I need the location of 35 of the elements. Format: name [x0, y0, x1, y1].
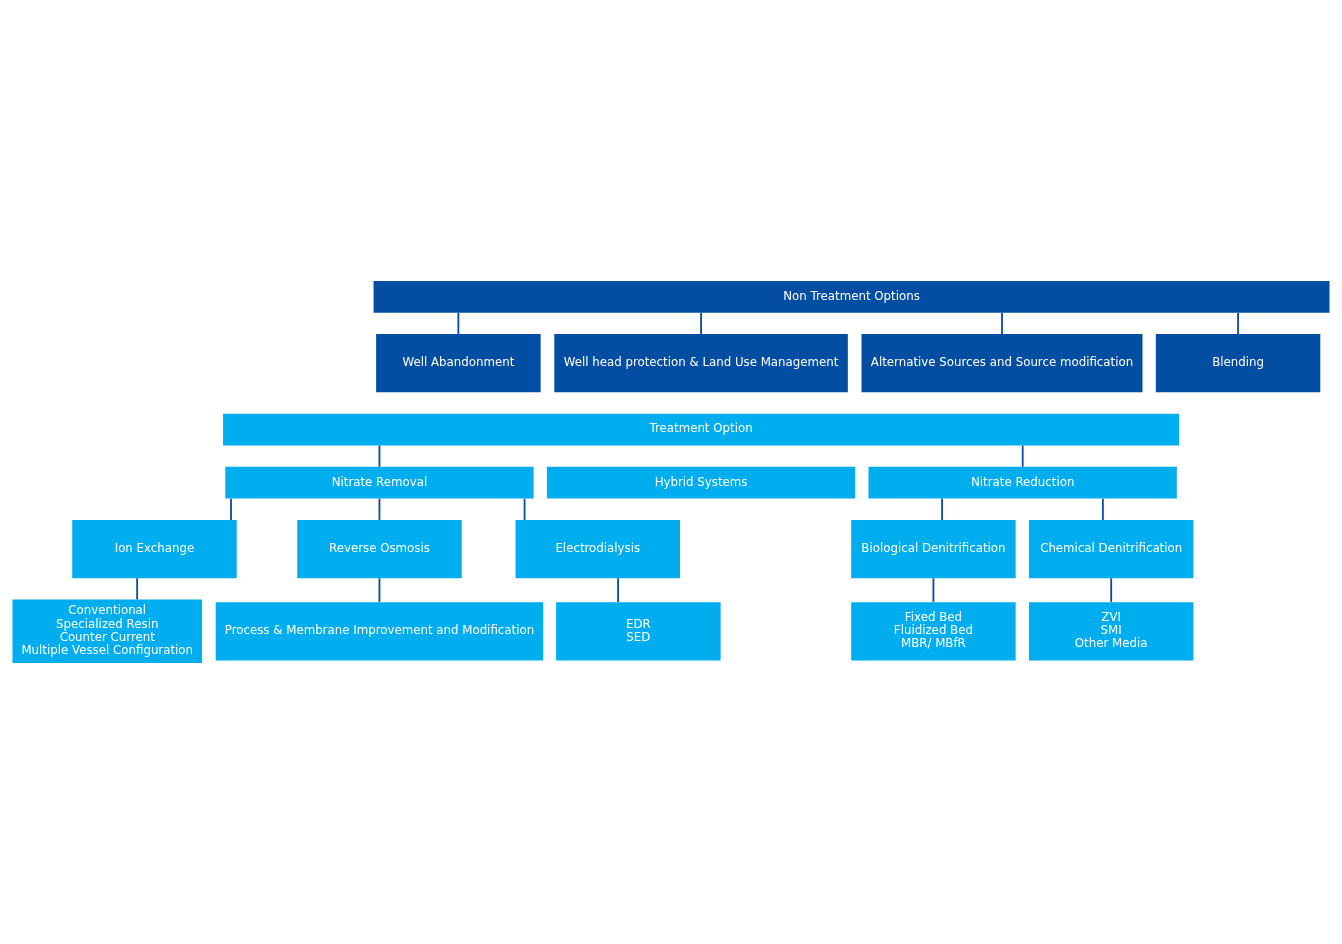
node-box: Hybrid Systems [546, 466, 856, 499]
connector [523, 497, 526, 521]
node-box: Ion Exchange [72, 519, 237, 579]
connector [378, 497, 381, 521]
connector [1237, 311, 1239, 335]
node-box: Reverse Osmosis [297, 519, 462, 579]
connector [700, 311, 702, 335]
connector [941, 497, 943, 521]
node-box: Blending [1155, 334, 1321, 393]
connector [230, 497, 232, 521]
node-box: Alternative Sources and Source modification [861, 334, 1143, 393]
node-box: Treatment Option [223, 413, 1180, 446]
node-box: Nitrate Reduction [868, 466, 1177, 499]
connector [457, 311, 460, 335]
node-box: Conventional Specialized Resin Counter Current Multiple Vessel Configuration [12, 599, 203, 664]
node-box: Chemical Denitrification [1028, 519, 1194, 579]
node-box: EDR SED [556, 602, 721, 661]
connector [1110, 577, 1113, 603]
node-box: Well head protection & Land Use Management [554, 334, 848, 393]
node-box: Nitrate Removal [225, 466, 534, 499]
node-box: ZVI SMI Other Media [1028, 602, 1194, 661]
node-box: Electrodialysis [515, 519, 681, 579]
connector [1021, 444, 1024, 468]
node-box: Process & Membrane Improvement and Modification [215, 602, 544, 661]
connector [1001, 311, 1003, 335]
connector [378, 577, 381, 603]
node-box: Biological Denitrification [851, 519, 1016, 579]
connector [932, 577, 935, 603]
node-box: Well Abandonment [376, 334, 541, 393]
connector [617, 577, 619, 603]
node-box: Non Treatment Options [373, 280, 1330, 313]
connector [1101, 497, 1104, 521]
node-box: Fixed Bed Fluidized Bed MBR/ MBfR [851, 602, 1016, 661]
connector [378, 444, 381, 468]
connector [136, 577, 139, 601]
